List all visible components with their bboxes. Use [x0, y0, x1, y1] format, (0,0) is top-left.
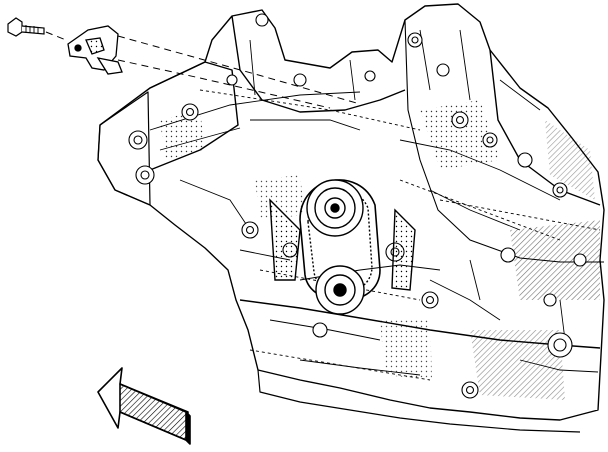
bolt-icon: [7, 17, 45, 37]
installation-leader-lines: [45, 31, 361, 109]
timing-gear-assembly: [269, 179, 416, 315]
sensor-icon: [67, 25, 123, 75]
bolt-bosses: [128, 13, 587, 399]
direction-arrow-icon: [97, 367, 191, 445]
block-dashed-lines: [199, 89, 601, 381]
block-shading: [160, 100, 600, 400]
